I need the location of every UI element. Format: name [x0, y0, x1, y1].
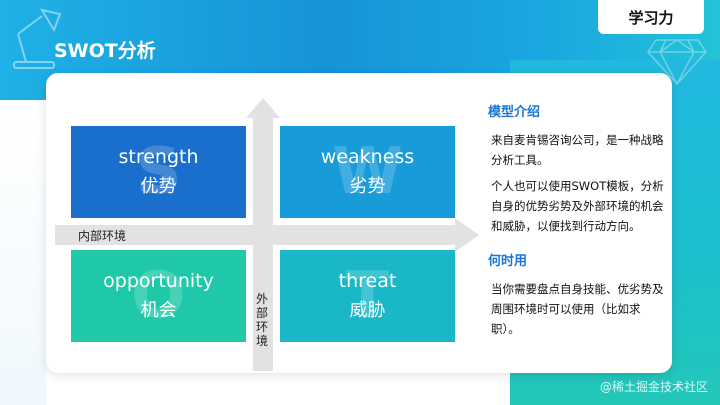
description-panel: 模型介绍 来自麦肯锡咨询公司，是一种战略分析工具。 个人也可以使用SWOT模板，… [484, 101, 668, 345]
arrow-up-icon [246, 98, 280, 118]
weakness-quadrant: W weakness 劣势 [280, 126, 455, 218]
model-usage-text: 个人也可以使用SWOT模板，分析自身的优势劣势及外部环境的机会和威胁，以便找到行… [491, 179, 664, 233]
quadrant-cn-label: 威胁 [349, 300, 386, 321]
external-environment-label: 外部环境 [255, 292, 268, 348]
quadrant-cn-label: 劣势 [349, 176, 386, 197]
model-intro-text: 来自麦肯锡咨询公司，是一种战略分析工具。 [491, 133, 664, 167]
quadrant-letter: S [135, 135, 182, 209]
quadrant-cn-label: 机会 [140, 300, 177, 321]
brand-badge: 学习力 [598, 0, 704, 34]
quadrant-cn-label: 优势 [140, 176, 177, 197]
left-background [0, 100, 46, 405]
quadrant-letter: W [332, 135, 403, 209]
when-to-use-heading: 何时用 [488, 254, 528, 269]
vertical-axis-arrow [253, 115, 273, 371]
internal-environment-label: 内部环境 [78, 229, 127, 243]
quadrant-en-label: threat [338, 270, 397, 292]
diamond-icon [647, 39, 707, 86]
quadrant-en-label: opportunity [103, 270, 214, 292]
model-intro-heading: 模型介绍 [488, 105, 541, 120]
strength-quadrant: S strength 优势 [71, 126, 246, 218]
arrow-right-icon [455, 218, 479, 252]
quadrant-en-label: strength [118, 146, 199, 168]
quadrant-letter: O [131, 259, 186, 333]
watermark: @稀土掘金技术社区 [599, 380, 708, 394]
quadrant-letter: T [345, 259, 390, 333]
desk-lamp-icon [13, 8, 62, 69]
when-to-use-text: 当你需要盘点自身技能、优劣势及周围环境时可以使用（比如求职）。 [491, 282, 664, 336]
threat-quadrant: T threat 威胁 [280, 250, 455, 342]
page-title: SWOT分析 [54, 40, 156, 62]
quadrant-en-label: weakness [320, 146, 415, 168]
opportunity-quadrant: O opportunity 机会 [71, 250, 246, 342]
